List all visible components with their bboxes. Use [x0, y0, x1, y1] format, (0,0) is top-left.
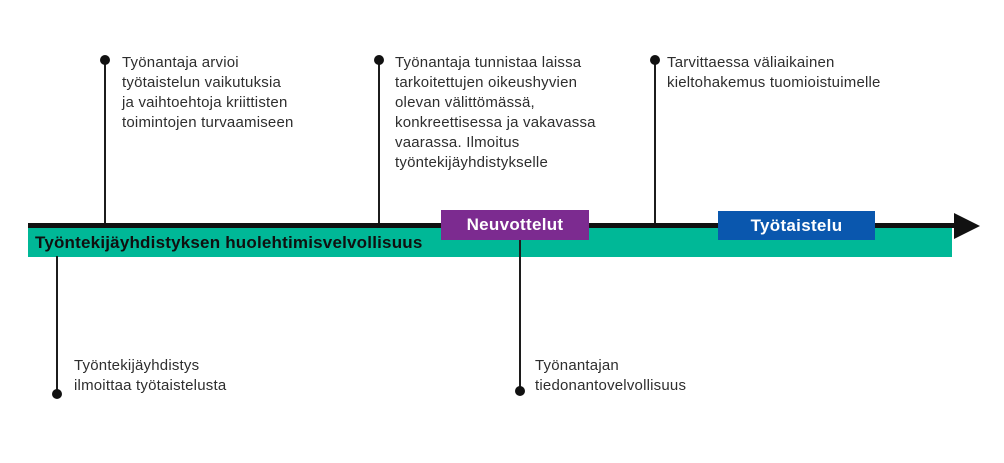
annotation-employer-disclosure-obligation: Työnantajan tiedonantovelvollisuus	[535, 357, 687, 394]
connector-line-bottom-1	[56, 256, 58, 394]
phase-box-negotiations-label: Neuvottelut	[466, 215, 564, 234]
timeline-dot-top-2	[374, 55, 384, 65]
timeline-dot-bottom-2	[515, 386, 525, 396]
annotation-union-announces-action: Työntekijäyhdistys ilmoittaa työtaistelu…	[74, 357, 227, 394]
timeline-arrowhead-icon	[954, 213, 980, 239]
connector-line-top-3	[654, 59, 656, 226]
phase-box-industrial-action: Työtaistelu	[718, 211, 875, 240]
connector-line-top-1	[104, 59, 106, 223]
phase-box-industrial-action-label: Työtaistelu	[750, 215, 843, 235]
annotation-employer-identifies-danger: Työnantaja tunnistaa laissa tarkoitettuj…	[395, 54, 596, 171]
phase-box-negotiations: Neuvottelut	[441, 210, 589, 240]
obligation-bar-label: Työntekijäyhdistyksen huolehtimisvelvoll…	[35, 232, 423, 252]
annotation-employer-assessment: Työnantaja arvioi työtaistelun vaikutuks…	[122, 54, 294, 131]
timeline-dot-top-1	[100, 55, 110, 65]
connector-line-top-2	[378, 59, 380, 223]
annotation-injunction-application: Tarvittaessa väliaikainen kieltohakemus …	[667, 54, 881, 91]
timeline-dot-bottom-1	[52, 389, 62, 399]
timeline-dot-top-3	[650, 55, 660, 65]
connector-line-bottom-2	[519, 240, 521, 391]
